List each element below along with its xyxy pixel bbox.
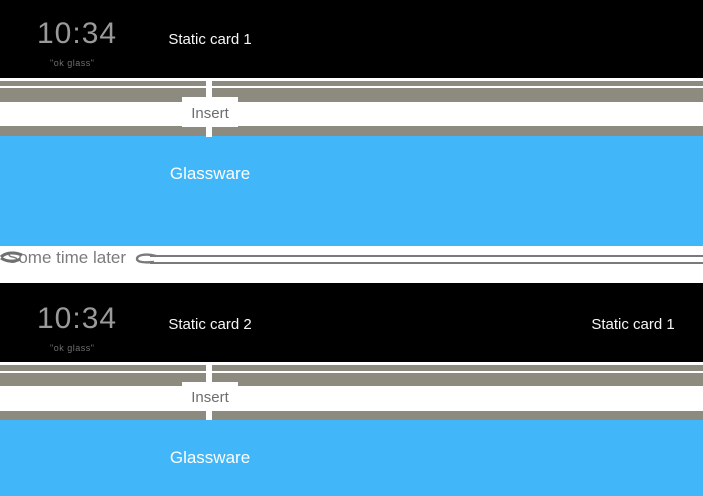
separator-line-top: [150, 254, 703, 257]
insert-label: Insert: [182, 97, 238, 127]
timeline-strip-mid: [0, 88, 703, 102]
timeline-strip-bottom: [0, 126, 703, 136]
scribble-icon: [0, 251, 23, 263]
static-card-2-label: Static card 2: [168, 316, 252, 333]
glassware-label: Glassware: [169, 448, 251, 467]
static-card-1-label: Static card 1: [591, 316, 675, 333]
timeline-strip-top: [0, 80, 703, 86]
separator-text: Some time later: [7, 248, 127, 267]
hotword-text: "ok glass": [50, 343, 95, 353]
static-card-label: Static card 1: [168, 31, 252, 48]
glassware-label: Glassware: [169, 164, 251, 183]
glassware-card: Glassware: [0, 136, 703, 246]
clock-text: 10:34: [37, 302, 118, 335]
glassware-card: Glassware: [0, 420, 703, 496]
timeline-strip-mid: [0, 372, 703, 386]
timeline-bar-1: 10:34 "ok glass" Static card 1: [0, 0, 703, 78]
insert-label: Insert: [182, 381, 238, 411]
timeline-strip-bottom: [0, 411, 703, 420]
line-curl-icon: [135, 253, 157, 264]
timeline-bar-2: 10:34 "ok glass" Static card 2 Static ca…: [0, 283, 703, 362]
timeline-strip-top: [0, 364, 703, 371]
clock-text: 10:34: [37, 17, 118, 50]
hotword-text: "ok glass": [50, 58, 95, 68]
separator-line-bottom: [150, 261, 703, 264]
